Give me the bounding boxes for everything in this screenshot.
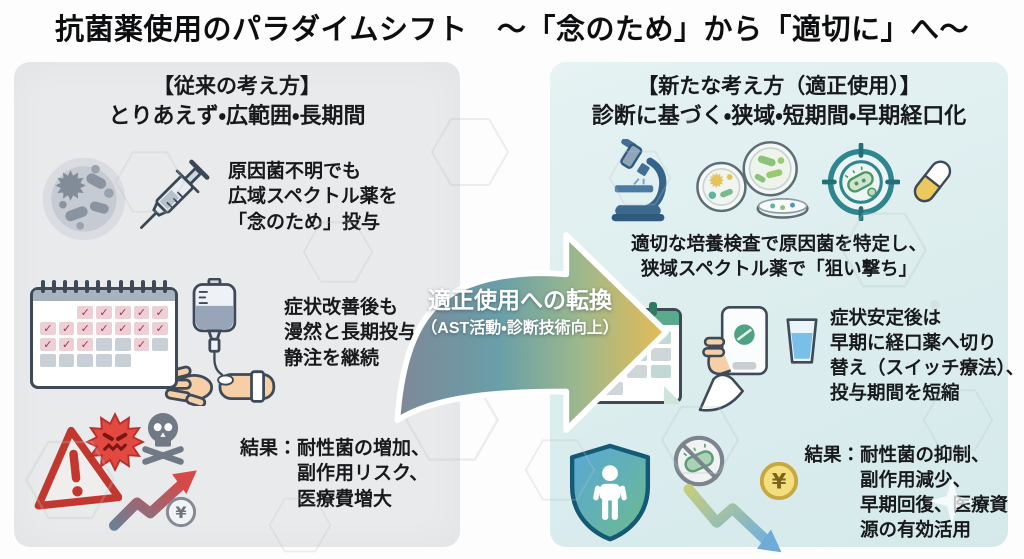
declining-cost-arrow-icon — [682, 483, 790, 554]
target-bacteria-icon — [822, 143, 900, 222]
old-row1-line1: 原因菌不明でも — [228, 161, 362, 182]
old-row1-line2: 広域スペクトル薬を — [228, 186, 398, 208]
old-row3-text: 結果：耐性菌の増加、 副作用リスク、 医療費増大 — [240, 436, 430, 512]
yen-symbol: ¥ — [772, 469, 787, 493]
microscope-icon — [602, 139, 682, 225]
old-heading-line2: とりあえず・広範囲・長期間 — [108, 103, 366, 129]
new-row-diagnosis: 適切な培養検査で原因菌を特定し、 狭域スペクトル薬で「狙い撃ち」 — [550, 136, 1008, 282]
old-row3-line2: 副作用リスク、 — [297, 463, 429, 485]
old-row3-line3: 医療費増大 — [297, 488, 393, 510]
new-row2-line3: 替え（スイッチ療法）、 — [830, 356, 1024, 378]
arrow-text-line1: 適正使用への転換 — [428, 287, 612, 313]
new-row3-line1: 結果：耐性菌の抑制、 — [804, 444, 990, 466]
rising-cost-arrow-icon — [106, 459, 206, 535]
new-heading-line1: 【新たな考え方（適正使用）】 — [637, 75, 921, 98]
yen-symbol: ¥ — [175, 503, 187, 522]
old-approach-heading: 【従来の考え方】 とりあえず・広範囲・長期間 — [14, 62, 460, 132]
skull-crossbones-icon — [132, 405, 194, 467]
old-heading-line1: 【従来の考え方】 — [153, 75, 321, 98]
arrow-text-line2: （AST活動・診断技術向上） — [421, 319, 619, 337]
syringe-icon — [126, 151, 218, 243]
new-heading-line2: 診断に基づく・狭域・短期間・早期経口化 — [591, 103, 967, 129]
new-row3-line3: 早期回復、医療資 — [859, 493, 1008, 515]
iv-drip-arm-icon — [164, 278, 276, 407]
water-glass-icon — [784, 317, 820, 365]
new-row2-line2: 早期に経口薬へ切り — [830, 331, 997, 353]
old-row1-text: 原因菌不明でも 広域スペクトル薬を 「念のため」投与 — [228, 159, 398, 235]
page-title: 抗菌薬使用のパラダイムシフト ～「念のため」から「適切に」へ～ — [55, 14, 969, 46]
yen-cost-icon: ¥ — [164, 495, 198, 529]
old-row2-line3: 静注を継続 — [284, 347, 380, 369]
old-row2-text: 症状改善後も 漫然と長期投与、 静注を継続 — [284, 295, 436, 371]
hand-holding-tablet-icon — [688, 295, 782, 417]
new-row2-text: 症状安定後は 早期に経口薬へ切り 替え（スイッチ療法）、 投与期間を短縮 — [830, 306, 1024, 405]
transition-arrow: 適正使用への転換 （AST活動・診断技術向上） — [381, 230, 669, 434]
sparkle-icon — [928, 477, 976, 525]
unknown-germ-icon — [36, 149, 132, 245]
new-row3-line2: 副作用減少、 — [859, 468, 971, 490]
calendar-long-course-icon: ✓✓✓✓✓ ✓✓✓✓✓✓✓ ✓✓✓✓ — [30, 280, 178, 390]
new-approach-heading: 【新たな考え方（適正使用）】 診断に基づく・狭域・短期間・早期経口化 — [550, 62, 1008, 132]
old-row3-line1: 結果：耐性菌の増加、 — [240, 438, 431, 459]
shield-person-icon — [566, 442, 654, 544]
yen-coin-icon: ¥ — [758, 460, 800, 502]
petri-dishes-icon — [690, 138, 814, 226]
old-row-duration: ✓✓✓✓✓ ✓✓✓✓✓✓✓ ✓✓✓✓ — [14, 262, 460, 407]
new-row2-line1: 症状安定後は — [830, 307, 942, 329]
new-row3-line4: 源の有効活用 — [859, 518, 971, 540]
old-row2-line2: 漫然と長期投与、 — [284, 322, 437, 344]
new-row2-line4: 投与期間を短縮 — [830, 381, 960, 403]
no-bacteria-icon — [670, 432, 728, 490]
old-row1-line3: 「念のため」投与 — [228, 211, 381, 233]
capsule-icon — [908, 154, 956, 210]
old-row2-line1: 症状改善後も — [284, 297, 399, 318]
transition-arrow-text: 適正使用への転換 （AST活動・診断技術向上） — [407, 286, 633, 339]
